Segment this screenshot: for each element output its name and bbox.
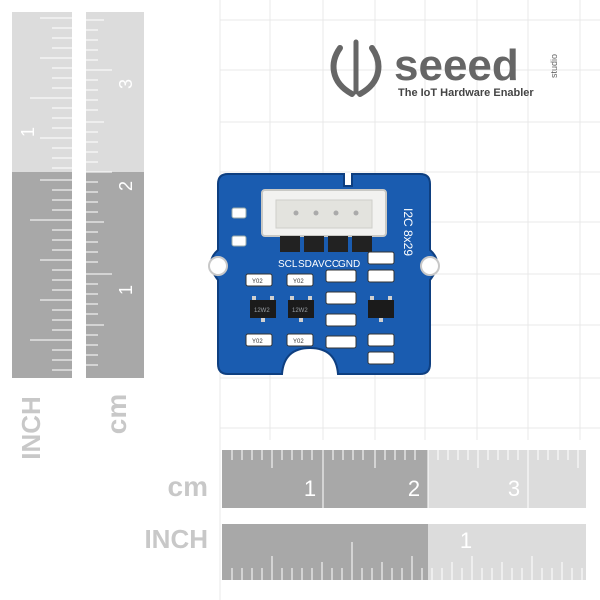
- grove-connector: [261, 189, 387, 252]
- pin-label-gnd: GND: [338, 259, 360, 270]
- left-cm-label: cm: [101, 394, 132, 434]
- mount-hole-left-icon: [208, 256, 228, 276]
- pin-label-sda: SDA: [298, 259, 319, 270]
- pin-label-scl: SCL: [278, 259, 298, 270]
- left-cm-number-3: 3: [116, 79, 136, 89]
- component-mark-6: Y02: [293, 339, 304, 345]
- component-mark-5: Y02: [252, 339, 263, 345]
- left-cm-number-1: 1: [116, 285, 136, 295]
- component-mark-1: Y02: [252, 279, 263, 285]
- mount-hole-right-icon: [420, 256, 440, 276]
- smd-components: [245, 251, 395, 365]
- bottom-inch-number-1: 1: [460, 528, 472, 553]
- bottom-cm-number-3: 3: [508, 476, 520, 501]
- brand-studio: studio: [549, 54, 559, 78]
- left-inch-number-1: 1: [18, 127, 38, 137]
- component-mark-4: 12W2: [292, 308, 308, 314]
- brand-tagline: The IoT Hardware Enabler: [398, 87, 534, 99]
- bottom-cm-number-1: 1: [304, 476, 316, 501]
- left-inch-label: INCH: [16, 396, 46, 460]
- left-cm-ruler: [86, 12, 144, 378]
- seeed-logo-mark-icon: [330, 39, 382, 97]
- component-mark-3: 12W2: [254, 308, 270, 314]
- left-cm-number-2: 2: [116, 181, 136, 191]
- grove-pcb-board: I2C 8x29 SCL SDA VCC GND: [208, 173, 440, 375]
- bottom-cm-ruler: [222, 450, 586, 508]
- left-inch-ruler: [12, 12, 72, 378]
- component-mark-2: Y02: [293, 279, 304, 285]
- bottom-cm-number-2: 2: [408, 476, 420, 501]
- bottom-inch-ruler: [222, 524, 586, 580]
- bottom-cm-label: cm: [168, 471, 208, 502]
- seeed-logo: seeed studio The IoT Hardware Enabler: [330, 39, 559, 99]
- brand-name: seeed: [394, 41, 519, 90]
- bottom-inch-label: INCH: [144, 524, 208, 554]
- i2c-label: I2C 8x29: [401, 208, 415, 256]
- pin-label-vcc: VCC: [318, 259, 339, 270]
